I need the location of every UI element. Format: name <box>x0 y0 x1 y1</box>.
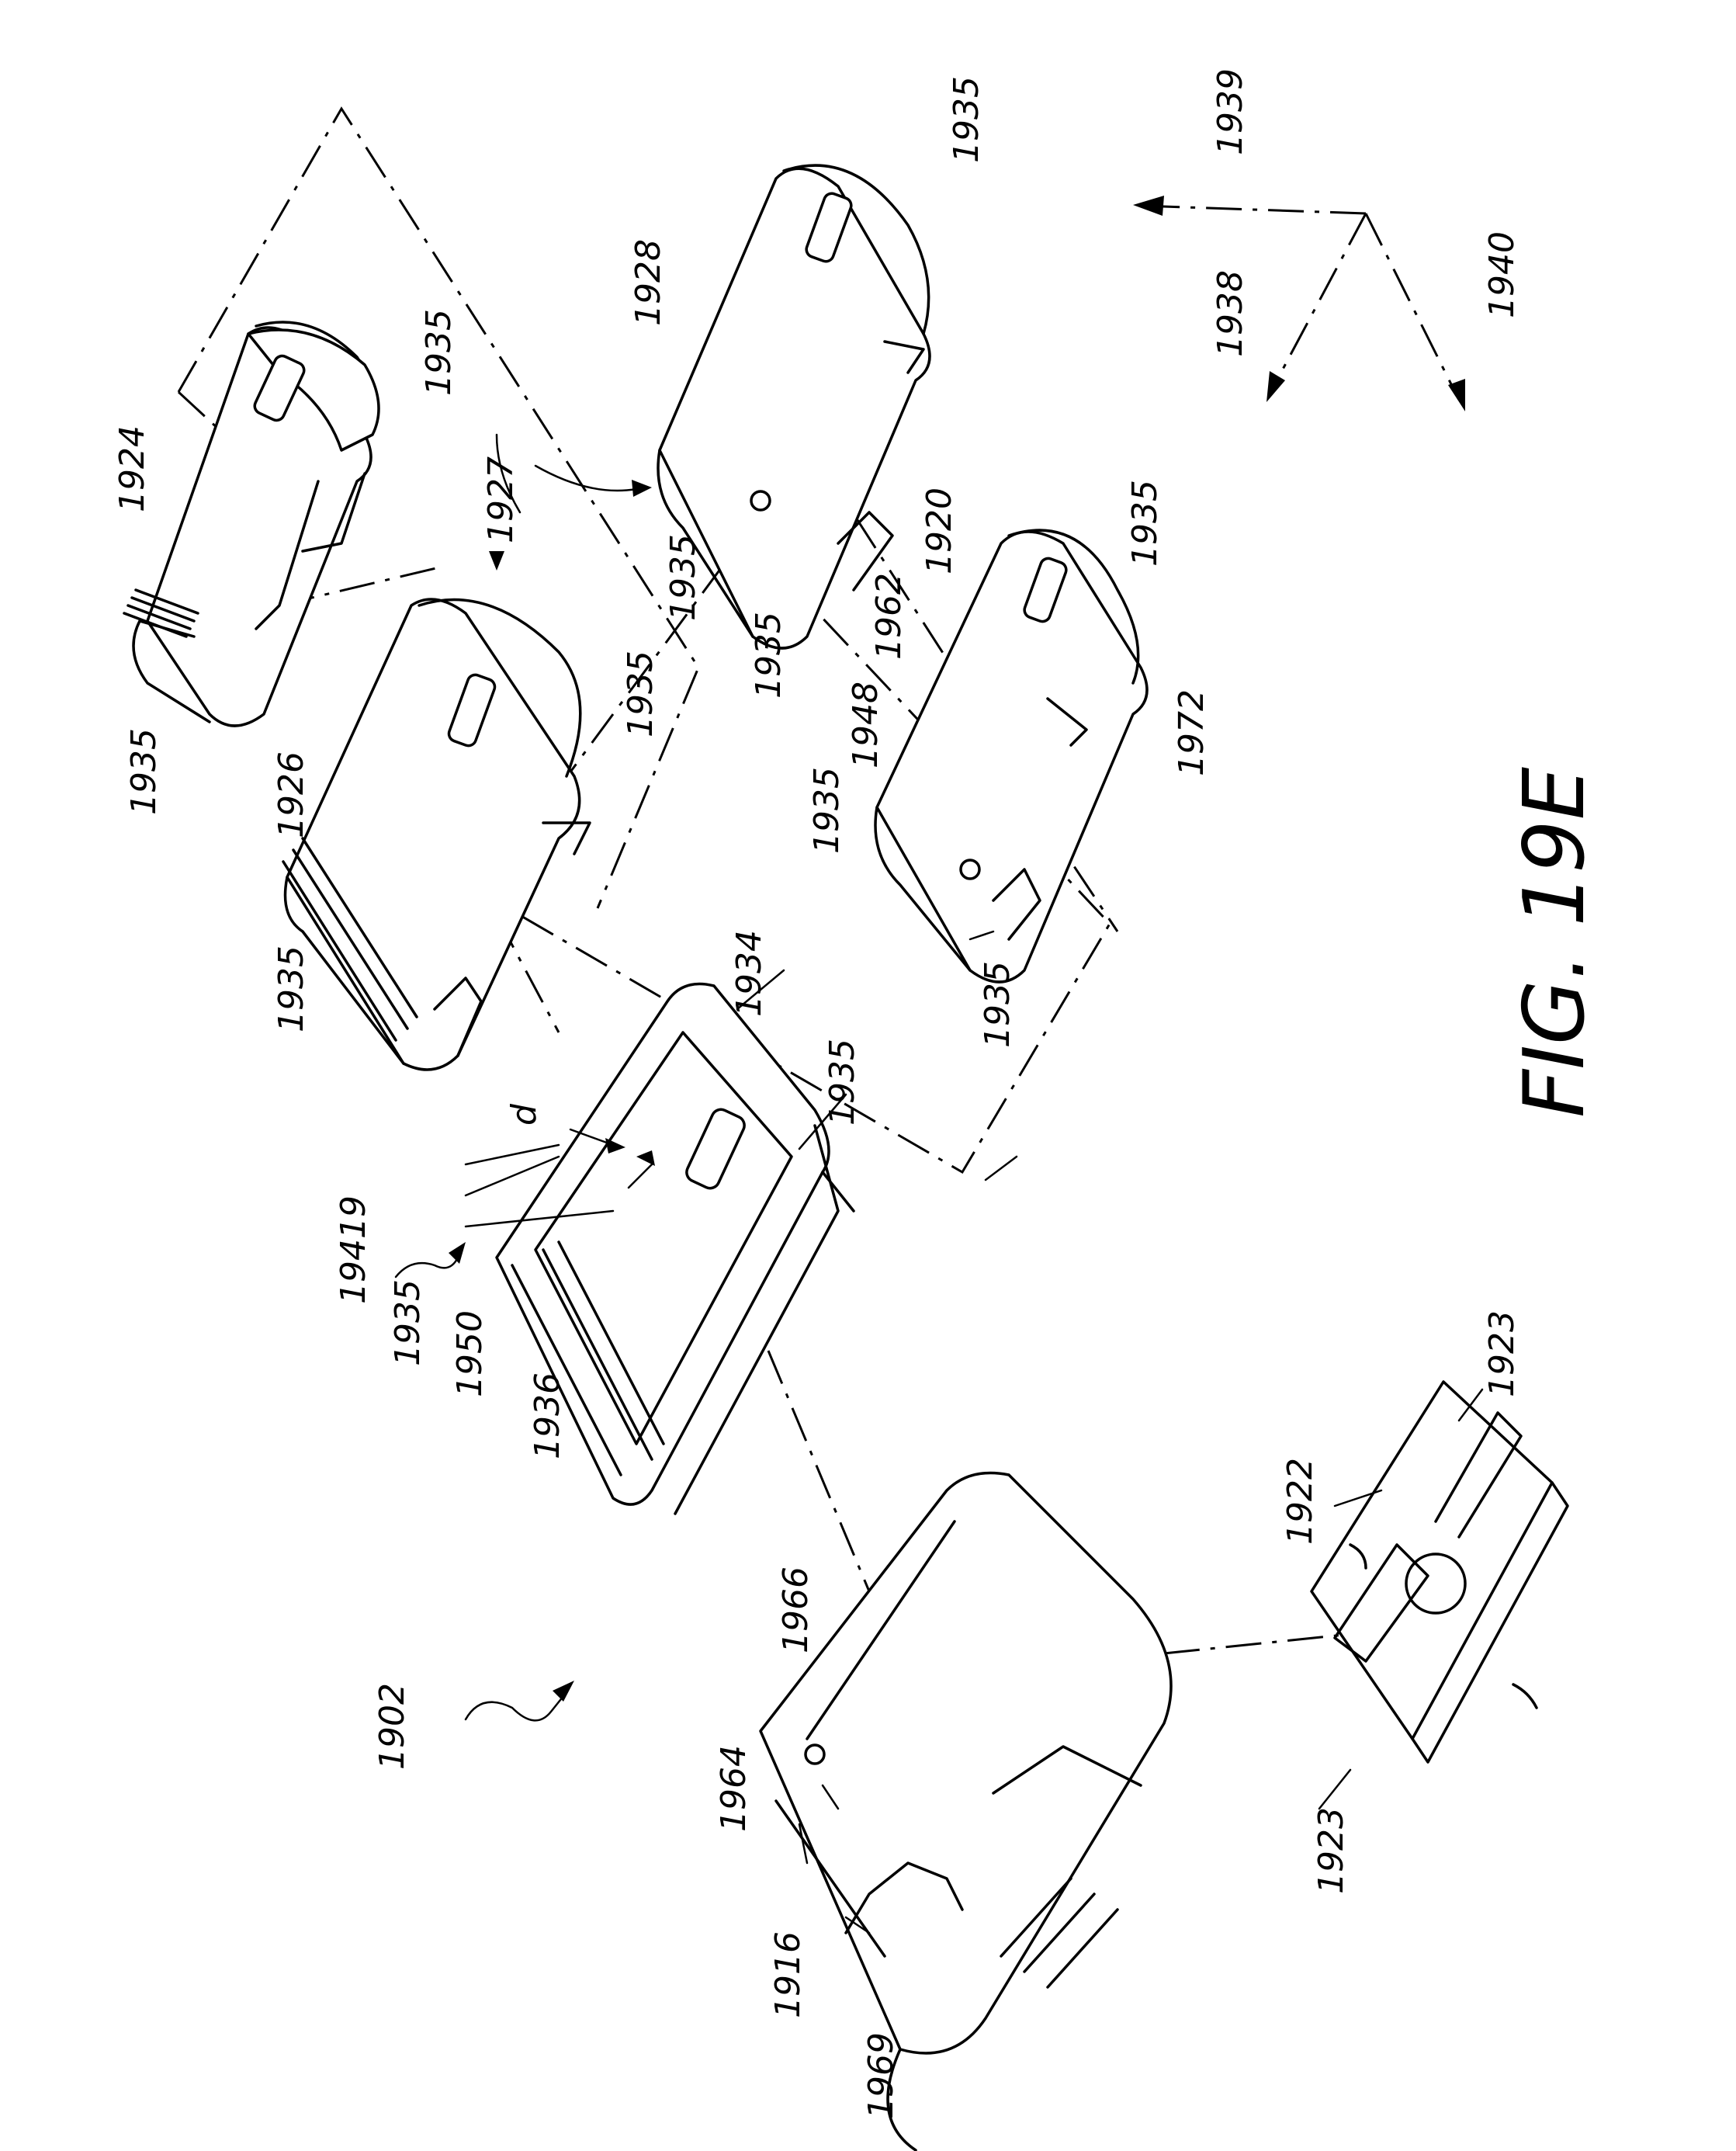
label-1936: 1936 <box>528 1372 567 1459</box>
label-1972: 1972 <box>1172 689 1211 776</box>
label-1935-c: 1935 <box>272 945 311 1032</box>
label-1935-h: 1935 <box>1125 480 1165 567</box>
label-1935-a: 1935 <box>124 728 164 815</box>
label-1902: 1902 <box>372 1683 412 1770</box>
label-1938: 1938 <box>1211 270 1250 357</box>
label-1969: 1969 <box>861 2032 901 2119</box>
label-1926: 1926 <box>272 751 311 838</box>
label-1928: 1928 <box>629 239 668 326</box>
label-1934: 1934 <box>729 930 769 1017</box>
part-1920 <box>875 530 1147 982</box>
label-1940: 1940 <box>1482 231 1522 318</box>
label-1935-k: 1935 <box>823 1039 862 1126</box>
label-1935-j: 1935 <box>978 961 1017 1048</box>
label-1935-i: 1935 <box>807 767 847 854</box>
label-1964: 1964 <box>714 1745 754 1832</box>
label-1935-g: 1935 <box>947 76 986 163</box>
plate-1922 <box>1312 1382 1568 1762</box>
figure-title: FIG. 19E <box>1506 766 1603 1118</box>
label-1935-l: 1935 <box>388 1279 428 1366</box>
label-1935-e: 1935 <box>664 534 703 621</box>
label-1962: 1962 <box>869 573 909 660</box>
label-d: d <box>504 1103 544 1126</box>
label-1916: 1916 <box>768 1931 808 2018</box>
part-1926 <box>283 599 590 1070</box>
label-1927: 1927 <box>481 456 521 543</box>
label-1923-upper: 1923 <box>1482 1310 1522 1397</box>
housing-1916 <box>761 1473 1171 2151</box>
label-1948: 1948 <box>846 682 885 768</box>
label-1935-d: 1935 <box>621 651 660 737</box>
label-1924: 1924 <box>113 425 152 512</box>
coordinate-axes <box>1133 196 1465 411</box>
label-1935-f: 1935 <box>749 612 788 699</box>
label-1922: 1922 <box>1280 1458 1320 1545</box>
label-1939: 1939 <box>1211 68 1250 155</box>
label-1966: 1966 <box>776 1566 816 1653</box>
label-1923-lower: 1923 <box>1312 1807 1351 1894</box>
label-1920: 1920 <box>920 487 959 574</box>
label-1935-b: 1935 <box>419 309 459 396</box>
label-19419: 19419 <box>334 1195 373 1304</box>
part-1924 <box>124 322 379 726</box>
label-1950: 1950 <box>450 1310 490 1397</box>
